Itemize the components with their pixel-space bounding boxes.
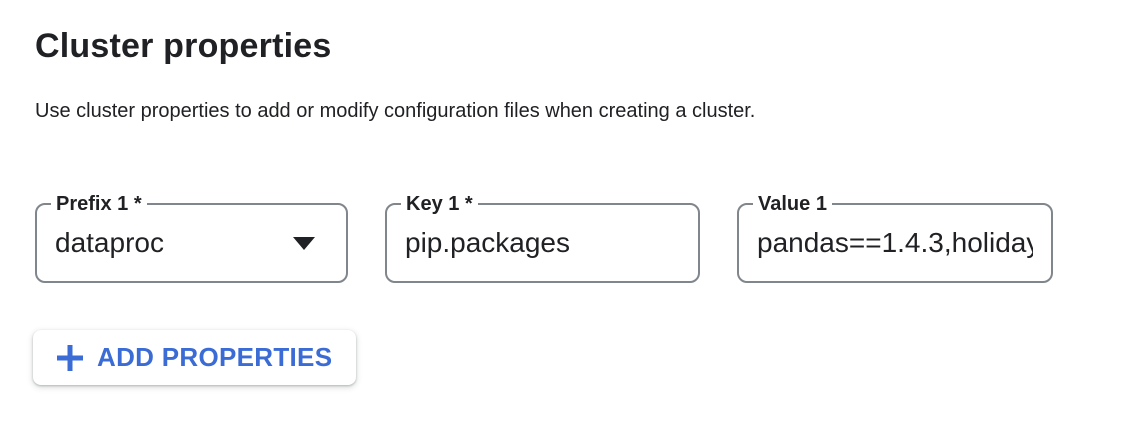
prefix-label: Prefix 1 * xyxy=(51,193,147,215)
cluster-properties-section: Cluster properties Use cluster propertie… xyxy=(33,27,1122,385)
page-description: Use cluster properties to add or modify … xyxy=(35,100,756,122)
value-field: Value 1 xyxy=(737,193,1053,283)
key-input[interactable] xyxy=(405,227,680,259)
key-label: Key 1 * xyxy=(401,193,478,215)
prefix-select[interactable]: Prefix 1 * dataproc xyxy=(35,193,348,283)
page-title: Cluster properties xyxy=(35,27,332,65)
add-properties-button[interactable]: ADD PROPERTIES xyxy=(33,330,357,385)
property-row: Prefix 1 * dataproc Key 1 * Value 1 xyxy=(35,193,1122,283)
key-field: Key 1 * xyxy=(385,193,700,283)
value-input[interactable] xyxy=(757,227,1033,259)
add-properties-label: ADD PROPERTIES xyxy=(97,342,333,372)
value-label: Value 1 xyxy=(753,193,832,215)
chevron-down-icon[interactable] xyxy=(293,237,315,250)
prefix-value: dataproc xyxy=(55,227,164,258)
plus-icon xyxy=(55,343,85,373)
